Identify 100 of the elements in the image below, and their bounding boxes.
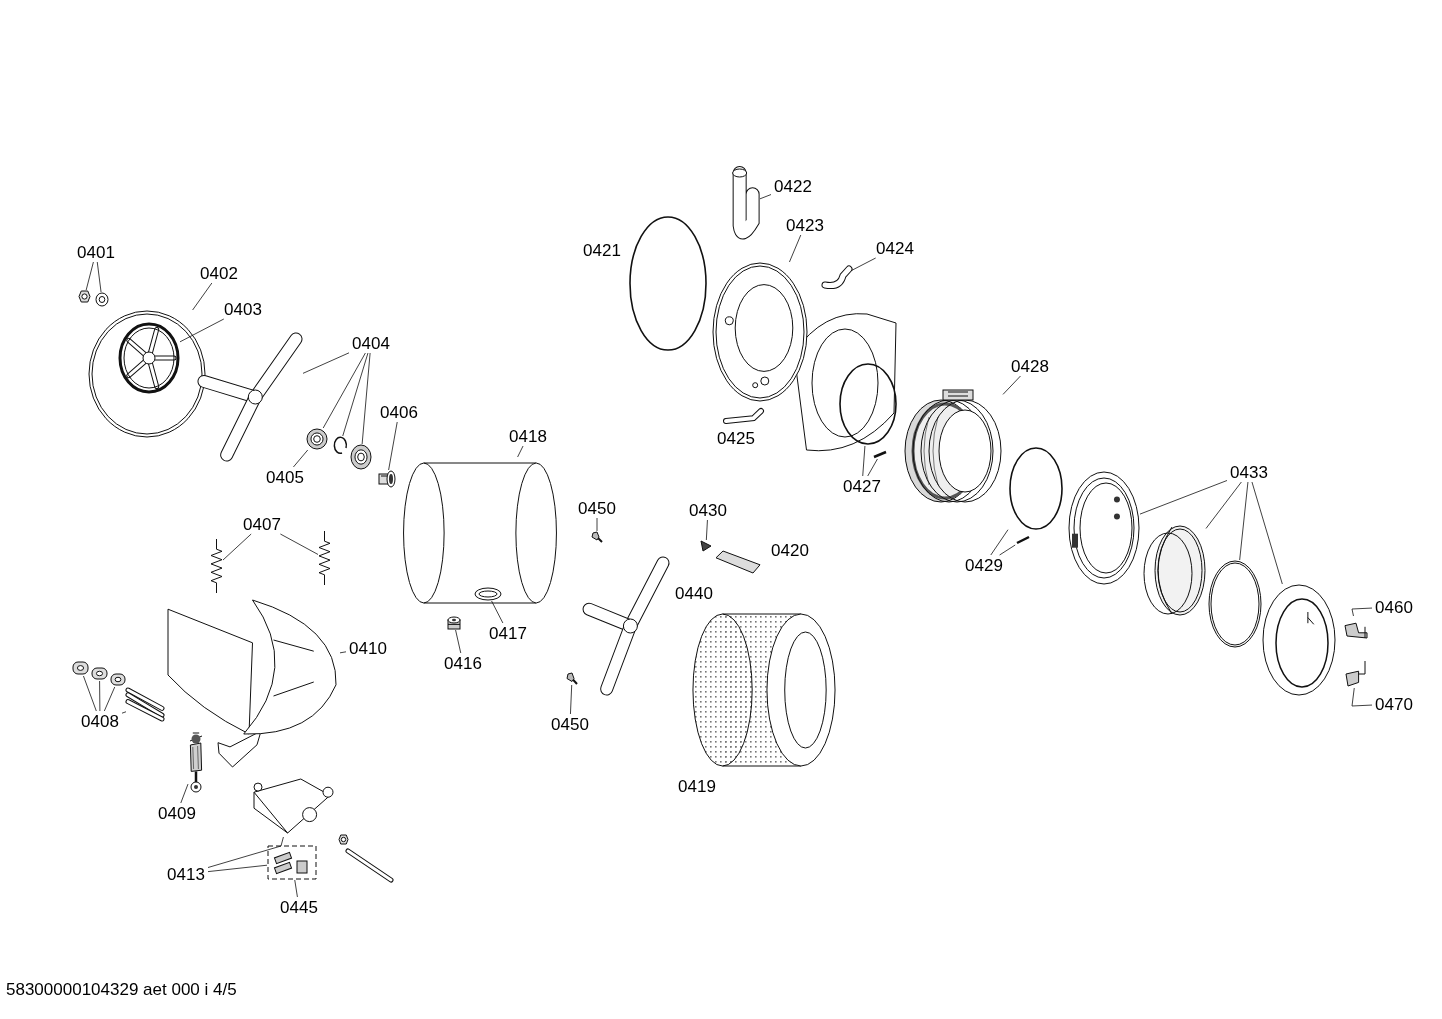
- callout-number: 0470: [1372, 694, 1416, 714]
- leader-line: [361, 352, 371, 445]
- pin-drawing: [872, 450, 888, 459]
- callout-number: 0440: [674, 583, 714, 603]
- leader-line: [342, 352, 369, 437]
- leader-line: [1139, 480, 1228, 515]
- seal-drawing: [91, 666, 108, 681]
- leader-line: [455, 629, 462, 654]
- leader-line: [339, 651, 347, 654]
- tub-front-plate-drawing: [712, 262, 808, 402]
- callout-number: 0420: [770, 540, 810, 560]
- spoked-wheel-drawing: [118, 322, 180, 394]
- heater-drawing: [126, 688, 164, 722]
- callout-number: 0405: [263, 467, 307, 487]
- elbow-drawing: [822, 266, 852, 290]
- callout-number: 0424: [873, 238, 917, 258]
- leader-line: [1251, 481, 1283, 585]
- washer-drawing: [95, 292, 109, 307]
- callout-number: 0427: [840, 476, 884, 496]
- callout-number: 0417: [486, 623, 530, 643]
- leader-line: [990, 529, 1009, 556]
- clip-drawing: [700, 540, 712, 552]
- callout-number: 0406: [377, 402, 421, 422]
- callout-number: 0403: [221, 299, 265, 319]
- callout-number: 0409: [155, 803, 199, 823]
- leader-line: [789, 234, 802, 263]
- leader-line: [99, 680, 101, 712]
- leader-line: [207, 864, 268, 872]
- clamp-ring: [1008, 446, 1064, 531]
- leader-line: [759, 194, 772, 200]
- callout-number: 0428: [1008, 356, 1052, 376]
- callout-number: 0407: [240, 514, 284, 534]
- shock-absorber-drawing: [188, 733, 204, 793]
- leader-line: [280, 533, 319, 555]
- leader-line: [322, 352, 366, 429]
- callout-number: 0429: [962, 555, 1006, 575]
- seal-drawing: [72, 660, 89, 676]
- door-frame-drawing: [1068, 471, 1140, 585]
- bushing-drawing: [378, 470, 396, 488]
- circlip-drawing: [333, 436, 347, 454]
- cradle-drawing: [165, 598, 340, 738]
- leader-line: [596, 517, 598, 532]
- callout-number: 0460: [1372, 597, 1416, 617]
- pin-drawing: [1015, 535, 1031, 545]
- leader-line: [192, 282, 213, 311]
- leader-line: [999, 544, 1016, 556]
- pulley-drawing: [88, 310, 206, 438]
- leader-line: [83, 675, 97, 712]
- leader-line: [1002, 375, 1021, 395]
- callout-number: 0430: [686, 500, 730, 520]
- door-seal-drawing: [903, 388, 1003, 506]
- callout-number: 0433: [1227, 462, 1271, 482]
- leader-line: [491, 600, 504, 624]
- outlet-ring-drawing: [474, 587, 502, 601]
- callout-number: 0450: [575, 498, 619, 518]
- hinge-drawing: [1343, 660, 1369, 688]
- leader-line: [294, 879, 298, 898]
- leader-line: [1239, 481, 1249, 561]
- leader-line: [85, 261, 94, 291]
- drum-spider-drawing: [197, 332, 303, 462]
- leader-line: [103, 686, 116, 712]
- nut-drawing: [78, 290, 91, 303]
- callout-number: 0401: [74, 242, 118, 262]
- gasket-drawing: [1208, 560, 1262, 648]
- leader-line: [570, 684, 573, 715]
- callout-number: 0418: [506, 426, 550, 446]
- plug-drawing: [446, 616, 462, 630]
- drawing-number: 58300000104329 aet 000 i 4/5: [6, 981, 237, 998]
- callout-number: 0450: [548, 714, 592, 734]
- callout-number: 0408: [78, 711, 122, 731]
- leader-line: [293, 449, 309, 468]
- callout-number: 0421: [582, 240, 622, 260]
- callout-number: 0410: [346, 638, 390, 658]
- leader-line: [517, 445, 524, 458]
- callout-number: 0445: [277, 897, 321, 917]
- door-glass-drawing: [1142, 524, 1206, 617]
- callout-number: 0423: [783, 215, 827, 235]
- dashed-group-box: [267, 845, 317, 880]
- leader-line: [222, 533, 252, 561]
- leader-line: [388, 421, 398, 471]
- callout-number: 0419: [677, 776, 717, 796]
- screw-drawing: [591, 531, 603, 543]
- spring-drawing: [210, 538, 223, 594]
- leader-line: [705, 519, 708, 541]
- seal-drawing: [110, 672, 126, 687]
- leader-line: [851, 257, 877, 271]
- leader-line: [1205, 481, 1242, 529]
- callout-number: 0422: [771, 176, 815, 196]
- callout-number: 0404: [349, 333, 393, 353]
- leader-line: [1351, 607, 1373, 617]
- leader-line: [96, 261, 102, 293]
- leader-line: [1351, 687, 1373, 707]
- leader-line: [867, 458, 878, 477]
- callout-number: 0413: [164, 864, 208, 884]
- callout-number: 0416: [441, 653, 485, 673]
- callout-number: 0402: [197, 263, 241, 283]
- leader-line: [207, 836, 284, 868]
- callout-number: 0425: [716, 428, 756, 448]
- leader-line: [179, 318, 225, 343]
- bearing-drawing: [306, 428, 328, 450]
